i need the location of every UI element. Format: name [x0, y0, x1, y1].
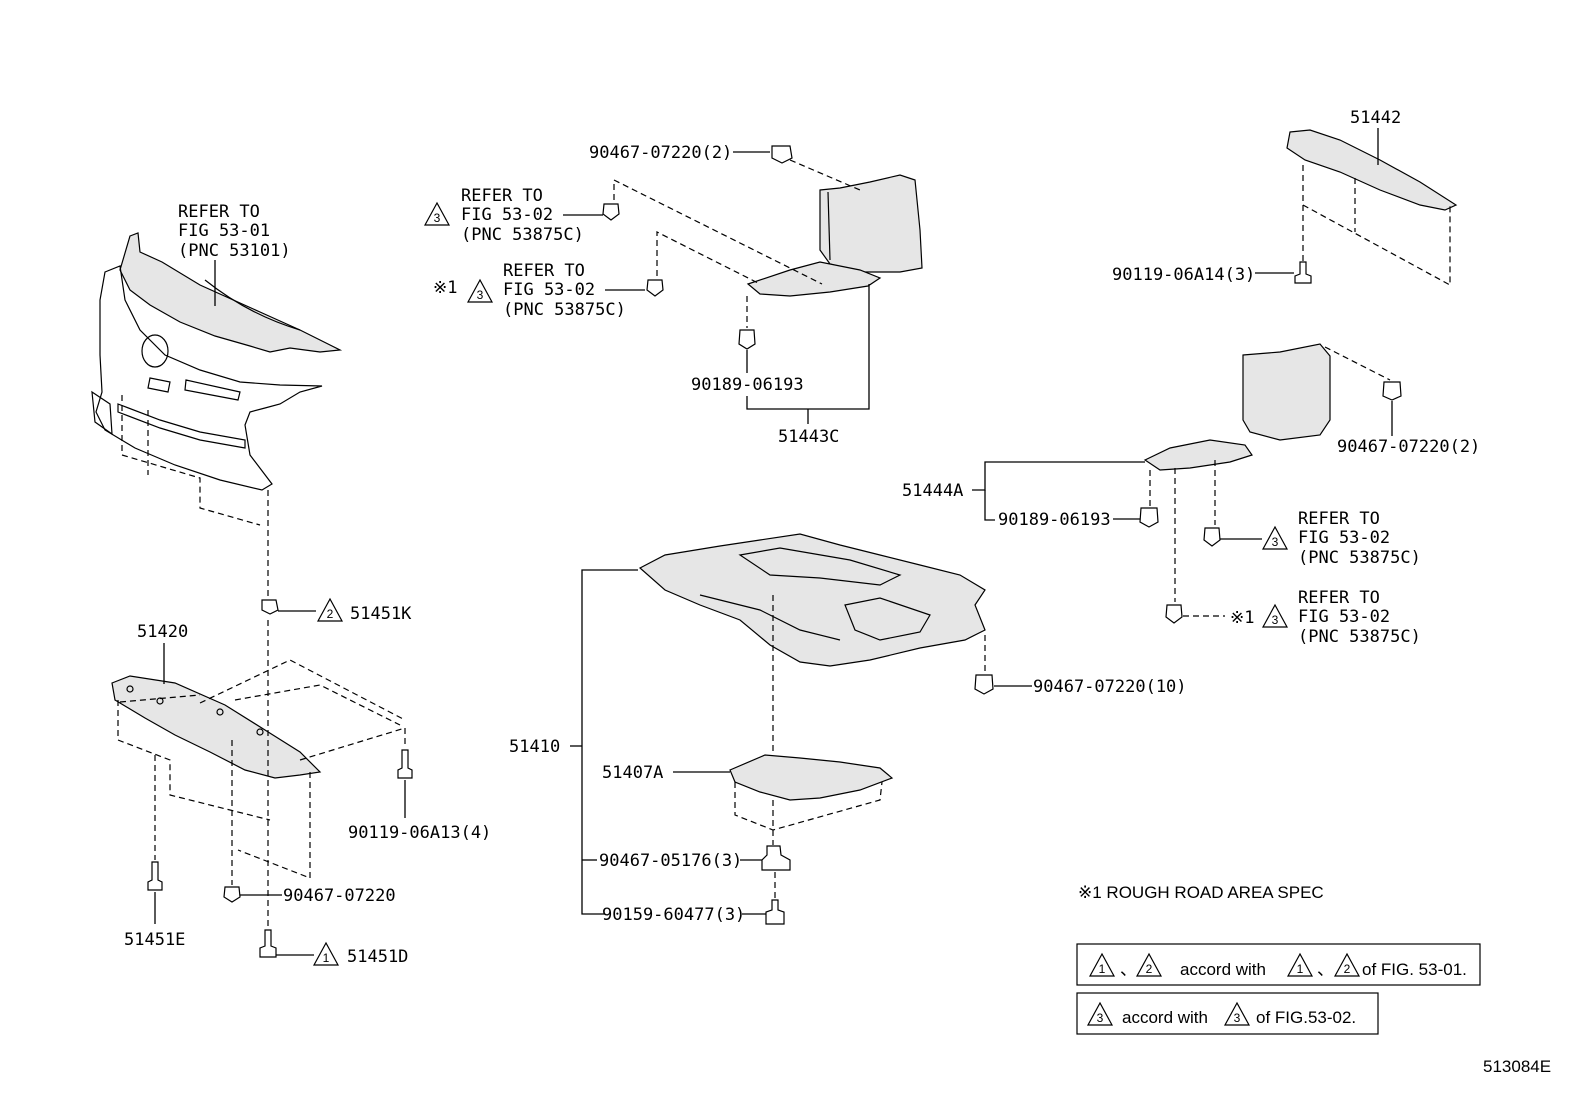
ref-rough-line3: (PNC 53875C) — [503, 300, 626, 320]
front-bumper-ref: REFER TO FIG 53-01 (PNC 53101) — [178, 202, 291, 306]
shield-51444A — [1143, 343, 1331, 471]
clip-90467-07220-2b: 90467-07220(2) — [1324, 346, 1480, 457]
rough-mark-top: ※1 — [433, 278, 457, 298]
ref-top-line1: REFER TO — [461, 186, 543, 206]
ref-right-line1: REFER TO — [1298, 509, 1380, 529]
label-90467-05176: 90467-05176(3) — [599, 851, 742, 871]
label-90467-07220-2a: 90467-07220(2) — [589, 143, 732, 163]
clip-51451K: 2 51451K — [261, 597, 412, 624]
legend1-accord: accord with — [1180, 960, 1266, 979]
clip-90467-07220-2a: 90467-07220(2) — [589, 143, 861, 191]
ref-right-rough-line3: (PNC 53875C) — [1298, 627, 1421, 647]
ref-top-line2: FIG 53-02 — [461, 205, 553, 225]
tri-three-ref-right: 3 — [1272, 535, 1279, 549]
clip-90189-06193-a: 90189-06193 51443C — [691, 284, 870, 447]
label-90467-07220-2b: 90467-07220(2) — [1337, 437, 1480, 457]
label-group-51444A: 51444A 90189-06193 — [902, 461, 1159, 530]
legend2-tri-three-a: 3 — [1097, 1011, 1104, 1025]
cover-51407A — [729, 754, 894, 801]
ref-right-3-rough: ※1 3 REFER TO FIG 53-02 (PNC 53875C) — [1165, 468, 1421, 647]
legend1-tri-one-b: 1 — [1297, 962, 1304, 976]
ref-rough-line1: REFER TO — [503, 261, 585, 281]
legend2-accord: accord with — [1122, 1008, 1208, 1027]
clip-90467-07220-10: 90467-07220(10) — [974, 674, 1187, 697]
ref-top-3-rough: ※1 3 REFER TO FIG 53-02 (PNC 53875C) — [433, 231, 761, 320]
label-51410: 51410 — [509, 737, 560, 757]
label-51420: 51420 — [137, 622, 188, 642]
legend1-fig: of FIG. 53-01. — [1362, 960, 1467, 979]
ref-right-rough-line2: FIG 53-02 — [1298, 607, 1390, 627]
ref-top-3: 3 REFER TO FIG 53-02 (PNC 53875C) — [423, 179, 823, 285]
ref-right-line3: (PNC 53875C) — [1298, 548, 1421, 568]
bolt-51451D: 1 51451D — [259, 929, 408, 967]
clip-90467-05176 — [761, 845, 791, 871]
legend1-tri-two-a: 2 — [1146, 962, 1153, 976]
front-bumper-drawing — [91, 232, 343, 491]
label-90189-06193-b: 90189-06193 — [998, 510, 1111, 530]
tri-two-51451K: 2 — [327, 607, 334, 621]
tri-three-ref-rough: 3 — [477, 288, 484, 302]
label-51451E: 51451E — [124, 930, 185, 950]
label-90119-06A13: 90119-06A13(4) — [348, 823, 491, 843]
bumper-ref-line2: FIG 53-01 — [178, 221, 270, 241]
legend2-fig: of FIG.53-02. — [1256, 1008, 1356, 1027]
label-51451K: 51451K — [350, 604, 412, 624]
label-90159-60477: 90159-60477(3) — [602, 905, 745, 925]
bolt-90119-06A13: 90119-06A13(4) — [348, 749, 491, 843]
rough-mark-right: ※1 — [1230, 608, 1254, 628]
diagram-id: 513084E — [1483, 1057, 1551, 1076]
tri-three-ref-top: 3 — [434, 211, 441, 225]
ref-top-line3: (PNC 53875C) — [461, 225, 584, 245]
legend-box-1: 1 、 2 accord with 1 、 2 of FIG. 53-01. — [1076, 943, 1481, 986]
tri-three-ref-right-rough: 3 — [1272, 613, 1279, 627]
label-51444A: 51444A — [902, 481, 963, 501]
label-90467-07220-10: 90467-07220(10) — [1033, 677, 1187, 697]
legend2-tri-three-b: 3 — [1234, 1011, 1241, 1025]
ref-right-line2: FIG 53-02 — [1298, 528, 1390, 548]
label-90189-06193-a: 90189-06193 — [691, 375, 804, 395]
footnote-rough-road: ※1 ROUGH ROAD AREA SPEC — [1078, 883, 1324, 902]
tri-one-51451D: 1 — [323, 951, 330, 965]
bolt-90159-60477 — [765, 899, 785, 925]
cover-51442: 51442 — [1286, 108, 1458, 211]
label-51407A: 51407A — [602, 763, 663, 783]
clip-90467-07220-single: 90467-07220 — [223, 886, 396, 906]
ref-right-rough-line1: REFER TO — [1298, 588, 1380, 608]
bolt-51451E: 51451E — [124, 861, 185, 950]
bumper-ref-line3: (PNC 53101) — [178, 241, 291, 261]
bumper-ref-line1: REFER TO — [178, 202, 260, 222]
bolt-90119-06A14: 90119-06A14(3) — [1112, 261, 1312, 285]
legend-box-2: 3 accord with 3 of FIG.53-02. — [1076, 992, 1379, 1035]
label-51442: 51442 — [1350, 108, 1401, 128]
legend1-tri-one-a: 1 — [1099, 962, 1106, 976]
label-group-51410: 51410 51407A 90467-05176(3) 90159-60477(… — [509, 569, 768, 925]
shield-51443C — [746, 174, 923, 297]
label-51443C: 51443C — [778, 427, 839, 447]
label-90467-07220-single: 90467-07220 — [283, 886, 396, 906]
label-51451D: 51451D — [347, 947, 408, 967]
under-cover-51410 — [638, 533, 986, 667]
legend1-tri-two-b: 2 — [1344, 962, 1351, 976]
legend1-sep-a: 、 — [1120, 960, 1137, 979]
ref-right-3: 3 REFER TO FIG 53-02 (PNC 53875C) — [1203, 460, 1421, 568]
ref-rough-line2: FIG 53-02 — [503, 280, 595, 300]
legend1-sep-b: 、 — [1317, 960, 1334, 979]
label-90119-06A14: 90119-06A14(3) — [1112, 265, 1255, 285]
